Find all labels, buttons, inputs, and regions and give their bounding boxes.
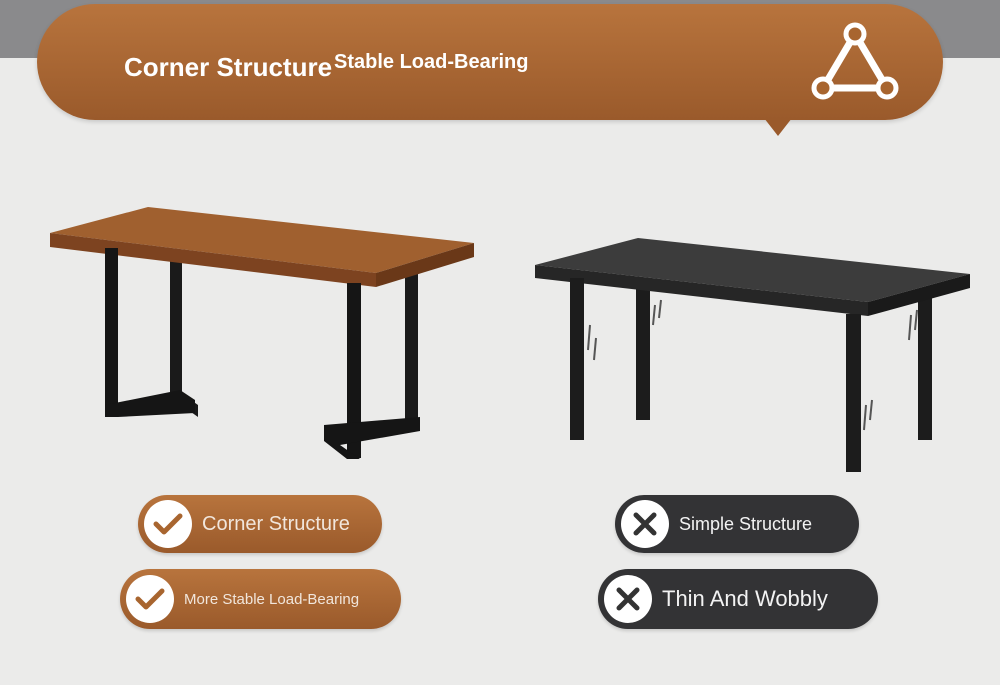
banner-pointer: [764, 118, 792, 136]
feature-pill-thin-and-wobbly: Thin And Wobbly: [598, 569, 878, 629]
banner-title: Corner Structure: [124, 52, 333, 82]
check-icon: [144, 500, 192, 548]
front-leg: [570, 278, 861, 472]
corner-structure-table-image: [50, 207, 474, 459]
simple-structure-table-image: [535, 238, 970, 472]
table-top-surface: [535, 238, 970, 302]
feature-pill-corner-structure: Corner Structure: [138, 495, 382, 553]
feature-label: Simple Structure: [679, 513, 813, 534]
feature-label: Corner Structure: [202, 512, 350, 535]
banner-subtitle: Stable Load-Bearing: [334, 51, 529, 73]
x-icon: [621, 500, 669, 548]
check-icon: [126, 575, 174, 623]
feature-label: Thin And Wobbly: [662, 586, 828, 611]
feature-label: More Stable Load-Bearing: [184, 590, 360, 608]
table-top-side: [868, 274, 970, 316]
table-top-surface: [50, 207, 474, 273]
feature-banner: Corner Structure Stable Load-Bearing: [37, 4, 943, 120]
wobble-mark-icon: [587, 299, 918, 431]
feature-pill-stable-load-bearing: More Stable Load-Bearing: [120, 569, 401, 629]
front-leg: [105, 248, 420, 459]
x-icon: [604, 575, 652, 623]
triangle-structure-icon: [811, 22, 899, 100]
feature-pill-simple-structure: Simple Structure: [615, 495, 859, 553]
back-leg: [636, 285, 932, 440]
table-top-side: [376, 243, 474, 287]
table-top-edge: [50, 233, 376, 287]
table-top-edge: [535, 265, 868, 316]
